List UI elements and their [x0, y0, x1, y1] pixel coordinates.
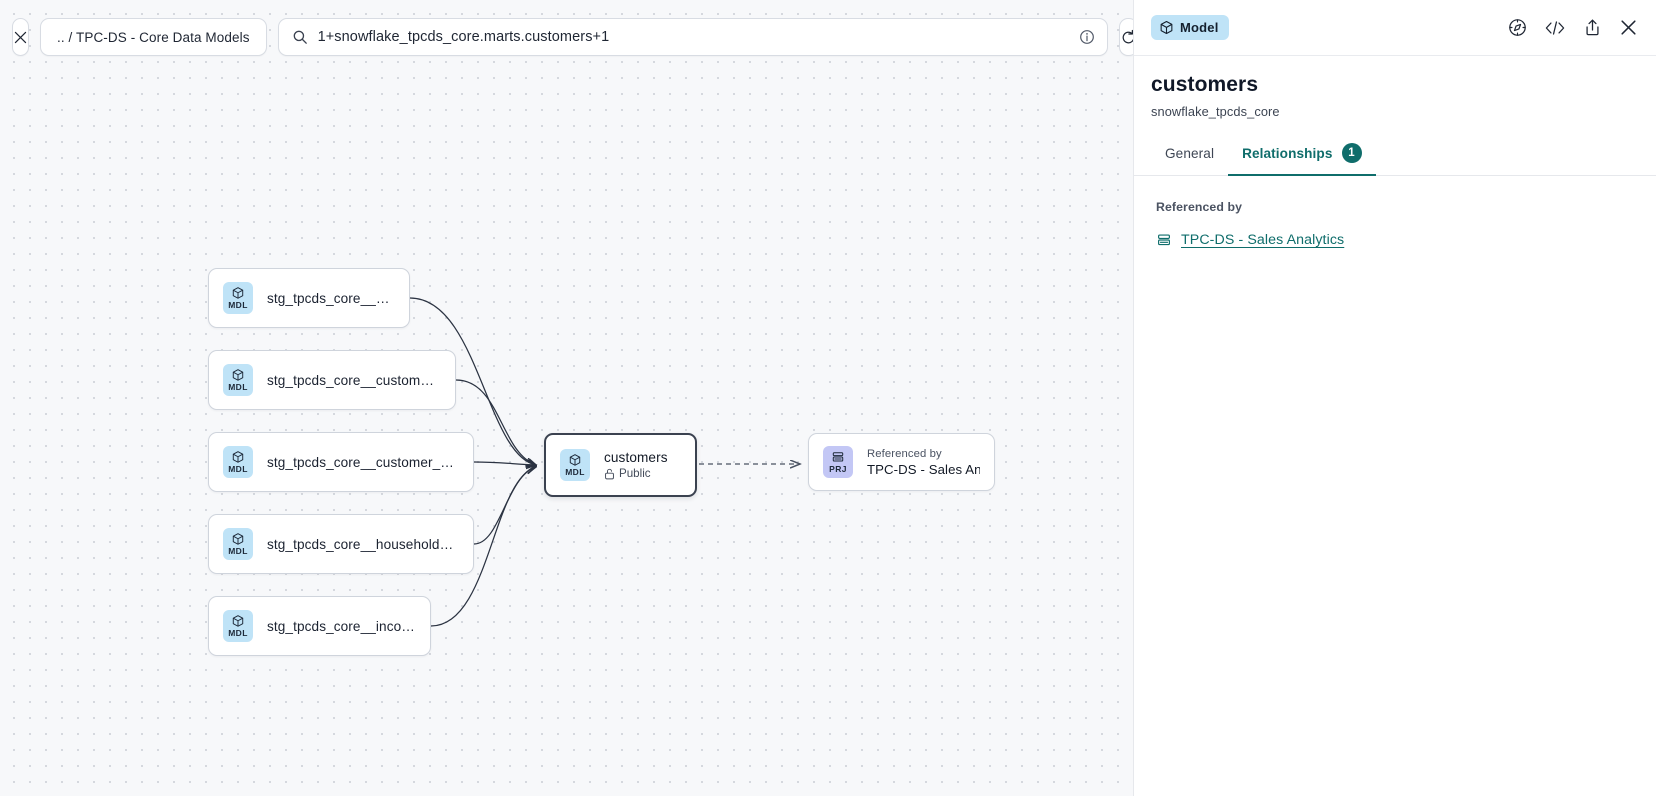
- cube-icon: [1160, 20, 1173, 35]
- graph-node-label: stg_tpcds_core__household_demogr…: [267, 536, 459, 552]
- node-type-badge-label: MDL: [228, 628, 248, 638]
- panel-actions: [1508, 18, 1638, 37]
- graph-node-kicker: Referenced by: [867, 447, 942, 460]
- close-panel-icon[interactable]: [1619, 18, 1638, 37]
- graph-node-n4[interactable]: MDL stg_tpcds_core__household_demogr…: [208, 514, 474, 574]
- graph-node-visibility: Public: [604, 467, 668, 480]
- panel-title-wrap: customers snowflake_tpcds_core: [1134, 56, 1656, 119]
- share-icon[interactable]: [1583, 18, 1602, 37]
- node-type-badge-label: MDL: [565, 467, 585, 477]
- panel-body: Referenced by TPC-DS - Sales Analytics: [1134, 176, 1656, 248]
- entity-type-chip: Model: [1151, 15, 1229, 40]
- node-type-badge-label: MDL: [228, 546, 248, 556]
- search-box[interactable]: [277, 18, 1108, 56]
- tab-relationships[interactable]: Relationships 1: [1228, 143, 1376, 176]
- node-type-badge-mdl: MDL: [223, 446, 253, 478]
- cube-icon: [569, 454, 581, 466]
- refresh-button[interactable]: [1118, 18, 1133, 56]
- search-icon: [293, 30, 307, 44]
- tab-general[interactable]: General: [1151, 143, 1228, 176]
- cube-icon: [232, 287, 244, 299]
- project-stack-icon: [832, 452, 844, 462]
- panel-tabs: General Relationships 1: [1134, 143, 1656, 176]
- cube-icon: [232, 615, 244, 627]
- graph-node-title: customers: [604, 450, 668, 465]
- graph-node-label: stg_tpcds_core__customer_address: [267, 372, 441, 388]
- graph-node-project-name: TPC-DS - Sales Analytics: [867, 461, 980, 477]
- details-panel: Model: [1133, 0, 1656, 796]
- graph-node-label: stg_tpcds_core__income_band: [267, 618, 416, 634]
- panel-subtitle: snowflake_tpcds_core: [1151, 104, 1280, 119]
- graph-node-label: stg_tpcds_core__customer: [267, 290, 395, 306]
- explore-icon[interactable]: [1508, 18, 1527, 37]
- canvas-toolbar: .. / TPC-DS - Core Data Models: [0, 0, 1133, 74]
- close-graph-button[interactable]: [12, 18, 29, 56]
- page-title: customers: [1151, 73, 1259, 96]
- graph-node-visibility-label: Public: [619, 467, 651, 480]
- panel-header: Model: [1134, 0, 1656, 56]
- node-type-badge-label: MDL: [228, 464, 248, 474]
- lineage-edges: [409, 297, 1133, 627]
- project-stack-icon: [1158, 234, 1170, 246]
- node-type-badge-mdl: MDL: [560, 449, 590, 481]
- tab-general-label: General: [1165, 145, 1215, 161]
- reference-link[interactable]: TPC-DS - Sales Analytics: [1181, 232, 1345, 248]
- graph-node-n5[interactable]: MDL stg_tpcds_core__income_band: [208, 596, 431, 656]
- cube-icon: [232, 533, 244, 545]
- referenced-by-heading: Referenced by: [1156, 200, 1243, 214]
- graph-node-n1[interactable]: MDL stg_tpcds_core__customer: [208, 268, 410, 328]
- cube-icon: [232, 451, 244, 463]
- tab-relationships-label: Relationships: [1242, 145, 1333, 161]
- refresh-icon: [1122, 29, 1133, 43]
- info-circle-icon[interactable]: [1079, 29, 1095, 45]
- unlock-icon: [605, 468, 614, 479]
- node-type-badge-mdl: MDL: [223, 528, 253, 560]
- cube-icon: [232, 369, 244, 381]
- graph-node-n3[interactable]: MDL stg_tpcds_core__customer_demogra…: [208, 432, 474, 492]
- breadcrumb-label: .. / TPC-DS - Core Data Models: [57, 29, 250, 45]
- close-x-icon: [14, 31, 27, 43]
- referenced-by-list: TPC-DS - Sales Analytics: [1156, 232, 1639, 248]
- node-type-badge-mdl: MDL: [223, 282, 253, 314]
- entity-type-label: Model: [1180, 20, 1219, 35]
- code-icon[interactable]: [1544, 19, 1566, 37]
- tab-relationships-badge: 1: [1341, 143, 1362, 163]
- node-type-badge-mdl: MDL: [223, 610, 253, 642]
- node-type-badge-label: MDL: [228, 300, 248, 310]
- list-item[interactable]: TPC-DS - Sales Analytics: [1156, 232, 1639, 248]
- node-type-badge-mdl: MDL: [223, 364, 253, 396]
- graph-node-label: stg_tpcds_core__customer_demogra…: [267, 454, 459, 470]
- breadcrumb[interactable]: .. / TPC-DS - Core Data Models: [40, 18, 267, 56]
- graph-node-n2[interactable]: MDL stg_tpcds_core__customer_address: [208, 350, 456, 410]
- node-type-badge-label: MDL: [228, 382, 248, 392]
- lineage-canvas[interactable]: .. / TPC-DS - Core Data Models: [0, 0, 1133, 796]
- node-type-badge-label: PRJ: [829, 464, 847, 474]
- search-input[interactable]: [317, 29, 1069, 45]
- node-type-badge-prj: PRJ: [823, 446, 853, 478]
